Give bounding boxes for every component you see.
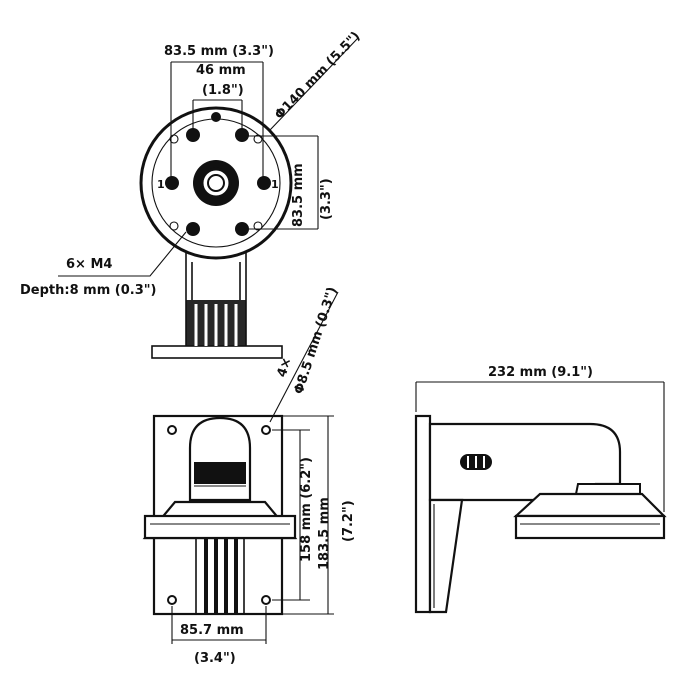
dim-length-label: 232 mm (9.1") xyxy=(488,365,593,380)
diameter-leader xyxy=(269,37,359,131)
screw-spec-label: 6× M4 xyxy=(66,257,112,272)
side-support-rib xyxy=(428,498,464,614)
dim-line-length xyxy=(415,381,665,512)
top-view: 1 1 83.5 mm (3.3") 46 mm (1.8") Φ140 mm … xyxy=(20,29,363,359)
front-view: 4× Φ8.5 mm (0.3") 158 mm (6.2") 183.5 mm… xyxy=(142,285,356,666)
diameter-label: Φ140 mm (5.5") xyxy=(272,29,363,123)
plate-holes xyxy=(167,425,271,605)
dim-line-hole-spacing-v xyxy=(272,429,310,601)
dim-line-front-height xyxy=(282,415,334,615)
side-view: 232 mm (9.1") xyxy=(414,365,667,614)
dim-hole-spacing-v-label: 158 mm (6.2") xyxy=(299,457,314,562)
dim-line-outer-width xyxy=(170,61,264,177)
dim-hole-spacing-h-in-label: (3.4") xyxy=(194,651,236,666)
hole-mark-left: 1 xyxy=(157,178,165,191)
dim-height-mm-label: 83.5 mm xyxy=(291,163,306,227)
arm-dome xyxy=(188,416,252,502)
dim-line-height xyxy=(248,135,319,230)
holes-diameter-label: Φ8.5 mm (0.3") xyxy=(292,285,341,396)
dim-line-inner-width xyxy=(192,99,243,130)
side-cap-rim xyxy=(514,514,666,540)
dim-inner-width-in-label: (1.8") xyxy=(202,83,244,98)
screw-depth-label: Depth:8 mm (0.3") xyxy=(20,283,156,298)
screw-spec-leader xyxy=(58,231,187,277)
dim-front-height-in-label: (7.2") xyxy=(341,500,356,542)
holes-count-label: 4× xyxy=(275,356,295,380)
dim-height-in-label: (3.3") xyxy=(319,178,334,220)
dim-front-height-mm-label: 183.5 mm xyxy=(317,497,332,570)
dim-inner-width-mm-label: 46 mm xyxy=(196,63,246,78)
side-wall-plate xyxy=(414,414,432,614)
base-plate-edge xyxy=(151,345,283,359)
side-cap-top xyxy=(513,492,667,518)
holes-leader xyxy=(269,291,339,423)
screw-holes xyxy=(165,112,271,236)
dim-line-hole-spacing-h xyxy=(171,606,267,644)
hole-mark-right: 1 xyxy=(271,178,279,191)
dim-hole-spacing-h-mm-label: 85.7 mm xyxy=(180,623,244,638)
dim-outer-width-label: 83.5 mm (3.3") xyxy=(164,44,274,59)
